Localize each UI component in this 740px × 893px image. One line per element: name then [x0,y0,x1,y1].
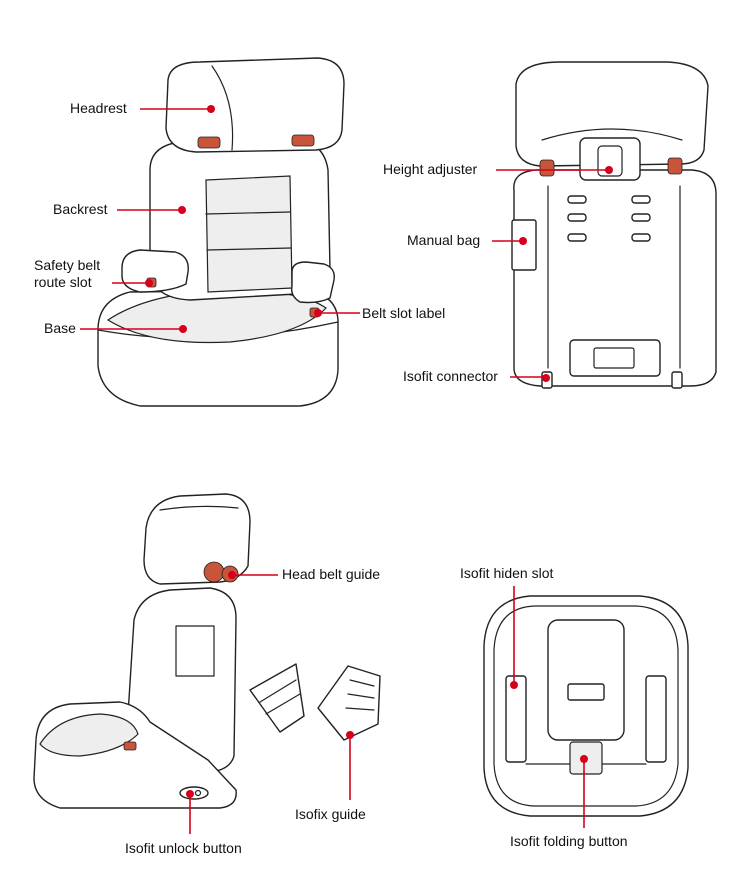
label-isofit-folding-button: Isofit folding button [510,833,628,849]
label-safety-belt-line1: Safety belt [34,257,100,273]
label-manual-bag: Manual bag [407,232,480,248]
label-isofit-unlock-button: Isofit unlock button [125,840,242,856]
annotation-isofit-folding-button: Isofit folding button [510,755,628,849]
label-isofit-hiden-slot: Isofit hiden slot [460,565,553,581]
label-height-adjuster: Height adjuster [383,161,478,177]
front-view-illustration [97,57,345,407]
annotation-backrest: Backrest [53,201,186,217]
label-belt-slot-label: Belt slot label [362,305,445,321]
annotation-isofit-hiden-slot: Isofit hiden slot [460,565,553,689]
annotation-isofit-connector: Isofit connector [403,368,550,384]
label-safety-belt-line2: route slot [34,274,92,290]
annotation-belt-slot-label: Belt slot label [314,305,445,321]
label-headrest: Headrest [70,100,127,116]
annotation-headrest: Headrest [70,100,215,116]
label-isofix-guide: Isofix guide [295,806,366,822]
annotation-base: Base [44,320,187,336]
label-head-belt-guide: Head belt guide [282,566,380,582]
annotation-isofix-guide: Isofix guide [295,731,366,822]
side-view-illustration [33,493,251,809]
label-backrest: Backrest [53,201,108,217]
label-isofit-connector: Isofit connector [403,368,498,384]
back-view-illustration [511,61,717,389]
annotation-manual-bag: Manual bag [407,232,527,248]
annotation-height-adjuster: Height adjuster [383,161,613,177]
annotation-head-belt-guide: Head belt guide [228,566,380,582]
annotation-safety-belt-route-slot: Safety belt route slot [34,257,153,290]
label-base: Base [44,320,76,336]
isofix-guide-illustration [249,663,381,741]
bottom-view-illustration [483,595,689,817]
annotation-isofit-unlock-button: Isofit unlock button [125,790,242,856]
